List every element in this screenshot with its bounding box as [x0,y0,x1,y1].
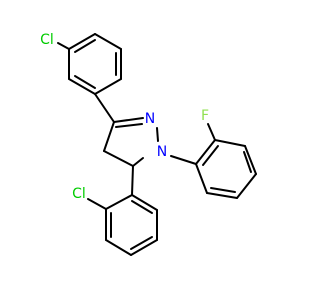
atom-label-f-right: F [201,108,209,124]
bond [74,39,96,53]
bond [105,194,133,210]
bond [103,121,115,152]
bond [94,78,122,95]
atom-label-cl-bottom: Cl [72,186,86,202]
bond [87,198,107,210]
atom-label-n-upper: N [145,111,155,127]
bond [206,192,238,199]
bond [244,145,257,175]
bond [214,139,246,147]
atom-label-cl-top: Cl [40,32,54,48]
bond [210,187,236,193]
bond [156,127,159,142]
bond [243,151,252,173]
atom-label-n-lower: N [157,144,167,160]
ring-chlorophenyl-top [57,33,122,95]
ring-fluorophenyl-right [195,123,257,199]
bond [131,165,134,196]
molecule-canvas: Cl N N F Cl [40,32,257,256]
bond [113,117,144,123]
bond [94,33,122,50]
bond [236,173,257,199]
bond [131,194,158,211]
bond [68,78,96,95]
bond [105,239,132,256]
bond [103,150,134,167]
ring-pyrazoline [103,117,159,167]
molecule-structure: Cl N N F Cl [40,32,257,256]
bond [131,200,153,214]
bond [132,157,144,167]
bond [115,123,143,128]
bond [202,145,219,166]
bond [195,139,216,165]
bond [207,123,216,141]
ring-chlorophenyl-bottom [87,194,158,256]
bond [74,75,96,89]
bond [195,163,208,194]
bond [130,236,153,250]
bond [68,33,96,50]
bond [94,93,115,123]
bond [170,155,197,165]
bond [130,239,158,256]
bond [57,42,70,50]
